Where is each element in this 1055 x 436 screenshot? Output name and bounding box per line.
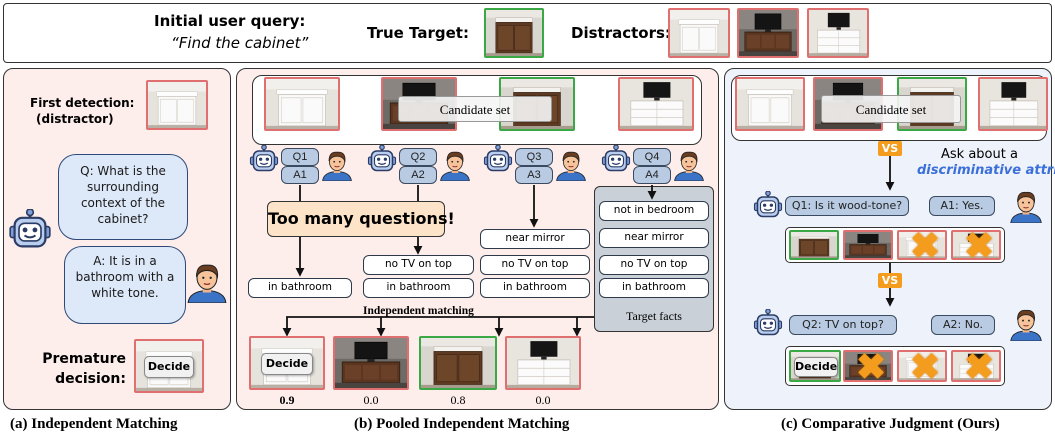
first-detection-label: First detection: (distractor) [30, 95, 134, 127]
true-target-label: True Target: [367, 24, 469, 42]
answer-text: A: It is in a bathroom with a white tone… [75, 254, 175, 300]
person-icon [1009, 189, 1043, 223]
question-3: Q3 [515, 148, 553, 166]
x-mark-icon: ✖ [964, 230, 995, 260]
decide-button[interactable]: Decide [794, 357, 838, 377]
query-label: Initial user query: [154, 12, 306, 30]
candidate-set-label: Candidate set [398, 96, 552, 122]
target-facts-label: Target facts [626, 309, 682, 323]
distractor-image-2 [737, 8, 799, 58]
score-2: 0.0 [363, 393, 379, 407]
fact-col2-1: no TV on top [363, 255, 474, 275]
person-icon [186, 261, 228, 303]
row1-image-1 [789, 230, 839, 260]
answer-4: A4 [633, 166, 671, 184]
robot-icon [753, 191, 783, 221]
ask-line1: Ask about a [941, 147, 1018, 162]
question-4: Q4 [633, 148, 671, 166]
too-many-questions-text: Too many questions! [268, 209, 455, 228]
result-image-1: Decide [249, 336, 325, 390]
first-detection-image [146, 80, 208, 130]
panel-pooled-matching: Candidate set Q1 A1 Q2 A2 Q3 A3 Q4 A4 Ta… [236, 68, 719, 410]
question-text: Q: What is the surrounding context of th… [80, 164, 166, 226]
row2-image-3: ✖ [897, 350, 947, 382]
caption-a: (a) Independent Matching [10, 416, 178, 432]
ask-line2: discriminative attribute [917, 163, 1055, 178]
candidate-image-4 [978, 77, 1048, 131]
person-icon [1009, 307, 1043, 341]
premature-line2: decision: [55, 371, 126, 387]
fact-col4-2: near mirror [599, 228, 709, 248]
score-3: 0.8 [450, 393, 466, 407]
fact-col4-1: not in bedroom [599, 201, 709, 221]
answer-3: A3 [515, 166, 553, 184]
ask-discriminative-label: Ask about a discriminative attribute [917, 147, 1055, 179]
true-target-image [484, 8, 544, 58]
candidate-image-1 [735, 77, 805, 131]
fact-col4-3: no TV on top [599, 255, 709, 275]
too-many-questions-box: Too many questions! [267, 201, 455, 237]
x-mark-icon: ✖ [910, 350, 941, 382]
fact-col4-4: in bathroom [599, 278, 709, 298]
row1-image-2 [843, 230, 893, 260]
robot-icon [753, 309, 783, 339]
question-q2: Q2: TV on top? [789, 315, 897, 335]
distractor-image-3 [807, 8, 869, 58]
score-1: 0.9 [279, 393, 295, 407]
row1-image-4: ✖ [951, 230, 1001, 260]
first-detection-line2: (distractor) [36, 112, 114, 126]
candidate-image-1 [264, 77, 340, 131]
distractors-label: Distractors: [571, 24, 671, 42]
row2-image-1: Decide [789, 350, 841, 382]
robot-icon [8, 209, 52, 253]
decide-button[interactable]: Decide [144, 356, 194, 378]
question-q1: Q1: Is it wood-tone? [785, 196, 909, 216]
row2-image-4: ✖ [951, 350, 1001, 382]
candidate-set-label: Candidate set [821, 95, 961, 123]
fact-col3-1: near mirror [480, 229, 590, 249]
fact-col2-2: in bathroom [363, 278, 474, 298]
fact-col1-1: in bathroom [248, 278, 352, 298]
x-mark-icon: ✖ [856, 350, 887, 382]
caption-b: (b) Pooled Independent Matching [354, 416, 570, 432]
x-mark-icon: ✖ [910, 230, 941, 260]
decide-button[interactable]: Decide [261, 353, 313, 375]
premature-decision-label: Premature decision: [42, 349, 126, 389]
vs-badge-2: VS [878, 273, 902, 288]
answer-bubble: A: It is in a bathroom with a white tone… [64, 246, 186, 324]
row1-image-3: ✖ [897, 230, 947, 260]
distractor-image-1 [668, 8, 730, 58]
answer-1: A1 [281, 166, 319, 184]
result-image-2 [333, 336, 409, 390]
premature-decision-image: Decide [134, 339, 204, 393]
answer-a2: A2: No. [931, 315, 995, 335]
fact-col3-2: no TV on top [480, 255, 590, 275]
answer-a1: A1: Yes. [929, 196, 995, 216]
header-panel: Initial user query: “Find the cabinet” T… [3, 3, 1052, 63]
query-text: “Find the cabinet” [171, 34, 309, 52]
panel-independent-matching: First detection: (distractor) Q: What is… [3, 68, 231, 410]
row2-image-2: ✖ [843, 350, 893, 382]
result-image-4 [505, 336, 581, 390]
candidate-image-4 [618, 77, 694, 131]
question-2: Q2 [399, 148, 437, 166]
independent-matching-label: Independent matching [363, 305, 474, 317]
answer-2: A2 [399, 166, 437, 184]
question-1: Q1 [281, 148, 319, 166]
premature-line1: Premature [42, 351, 126, 367]
score-4: 0.0 [535, 393, 551, 407]
panel-comparative-judgment: Candidate set VS Ask about a discriminat… [724, 68, 1055, 410]
caption-c: (c) Comparative Judgment (Ours) [781, 416, 1000, 432]
first-detection-line1: First detection: [30, 96, 135, 110]
vs-badge-1: VS [878, 141, 902, 156]
x-mark-icon: ✖ [964, 350, 995, 382]
fact-col3-3: in bathroom [480, 278, 590, 298]
question-bubble: Q: What is the surrounding context of th… [58, 154, 188, 240]
result-image-3 [419, 336, 497, 390]
